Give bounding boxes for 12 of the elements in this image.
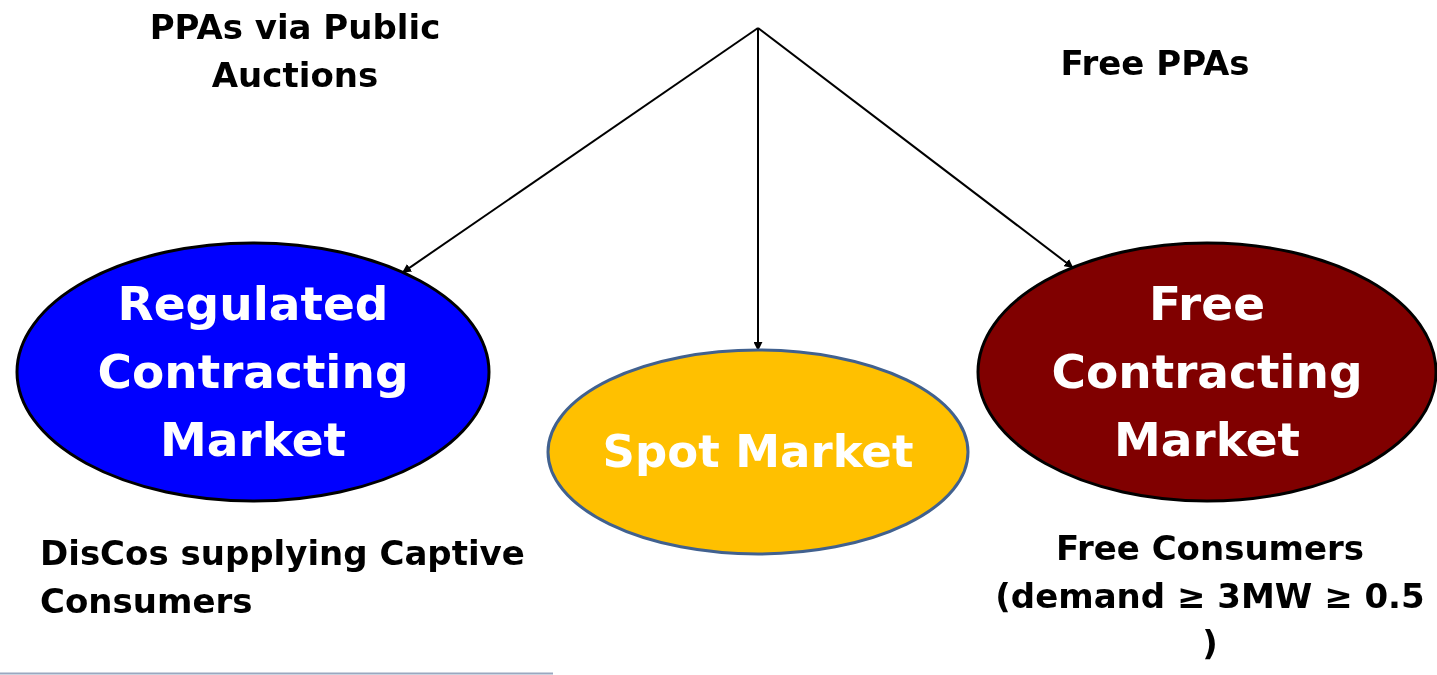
ellipse-node — [546, 348, 970, 556]
arrow — [753, 27, 763, 351]
edge-label: Free PPAs — [1059, 42, 1251, 85]
node-caption: DisCos supplying Captive Consumers — [40, 532, 526, 623]
arrow — [757, 27, 1074, 269]
node-caption: Free Consumers (demand ≥ 3MW ≥ 0.5 ) — [994, 527, 1426, 666]
edge-label: PPAs via Public Auctions — [148, 6, 442, 97]
node-label: Free Contracting Market — [1050, 274, 1364, 470]
ellipse-node — [15, 241, 491, 503]
arrow — [401, 27, 759, 274]
node-label: Spot Market — [601, 424, 915, 481]
node-label: Regulated Contracting Market — [96, 274, 410, 470]
